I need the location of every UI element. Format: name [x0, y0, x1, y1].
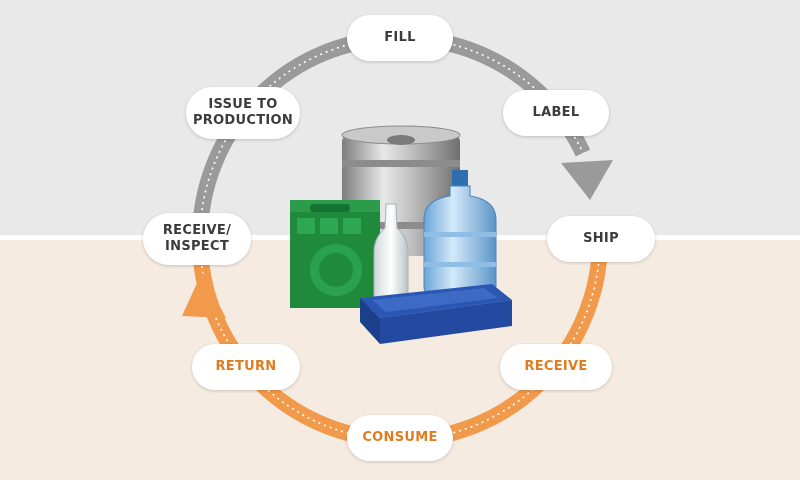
step-fill: FILL [347, 15, 453, 61]
step-issue-to-production: ISSUE TO PRODUCTION [186, 87, 300, 139]
step-label: LABEL [503, 90, 609, 136]
step-return: RETURN [192, 344, 300, 390]
green-crate-icon [290, 200, 380, 308]
blue-tray-icon [360, 284, 512, 344]
step-ship: SHIP [547, 216, 655, 262]
step-receive: RECEIVE [500, 344, 612, 390]
step-consume: CONSUME [347, 415, 453, 461]
step-receive-inspect: RECEIVE/ INSPECT [143, 213, 251, 265]
water-jug-icon [423, 170, 497, 297]
